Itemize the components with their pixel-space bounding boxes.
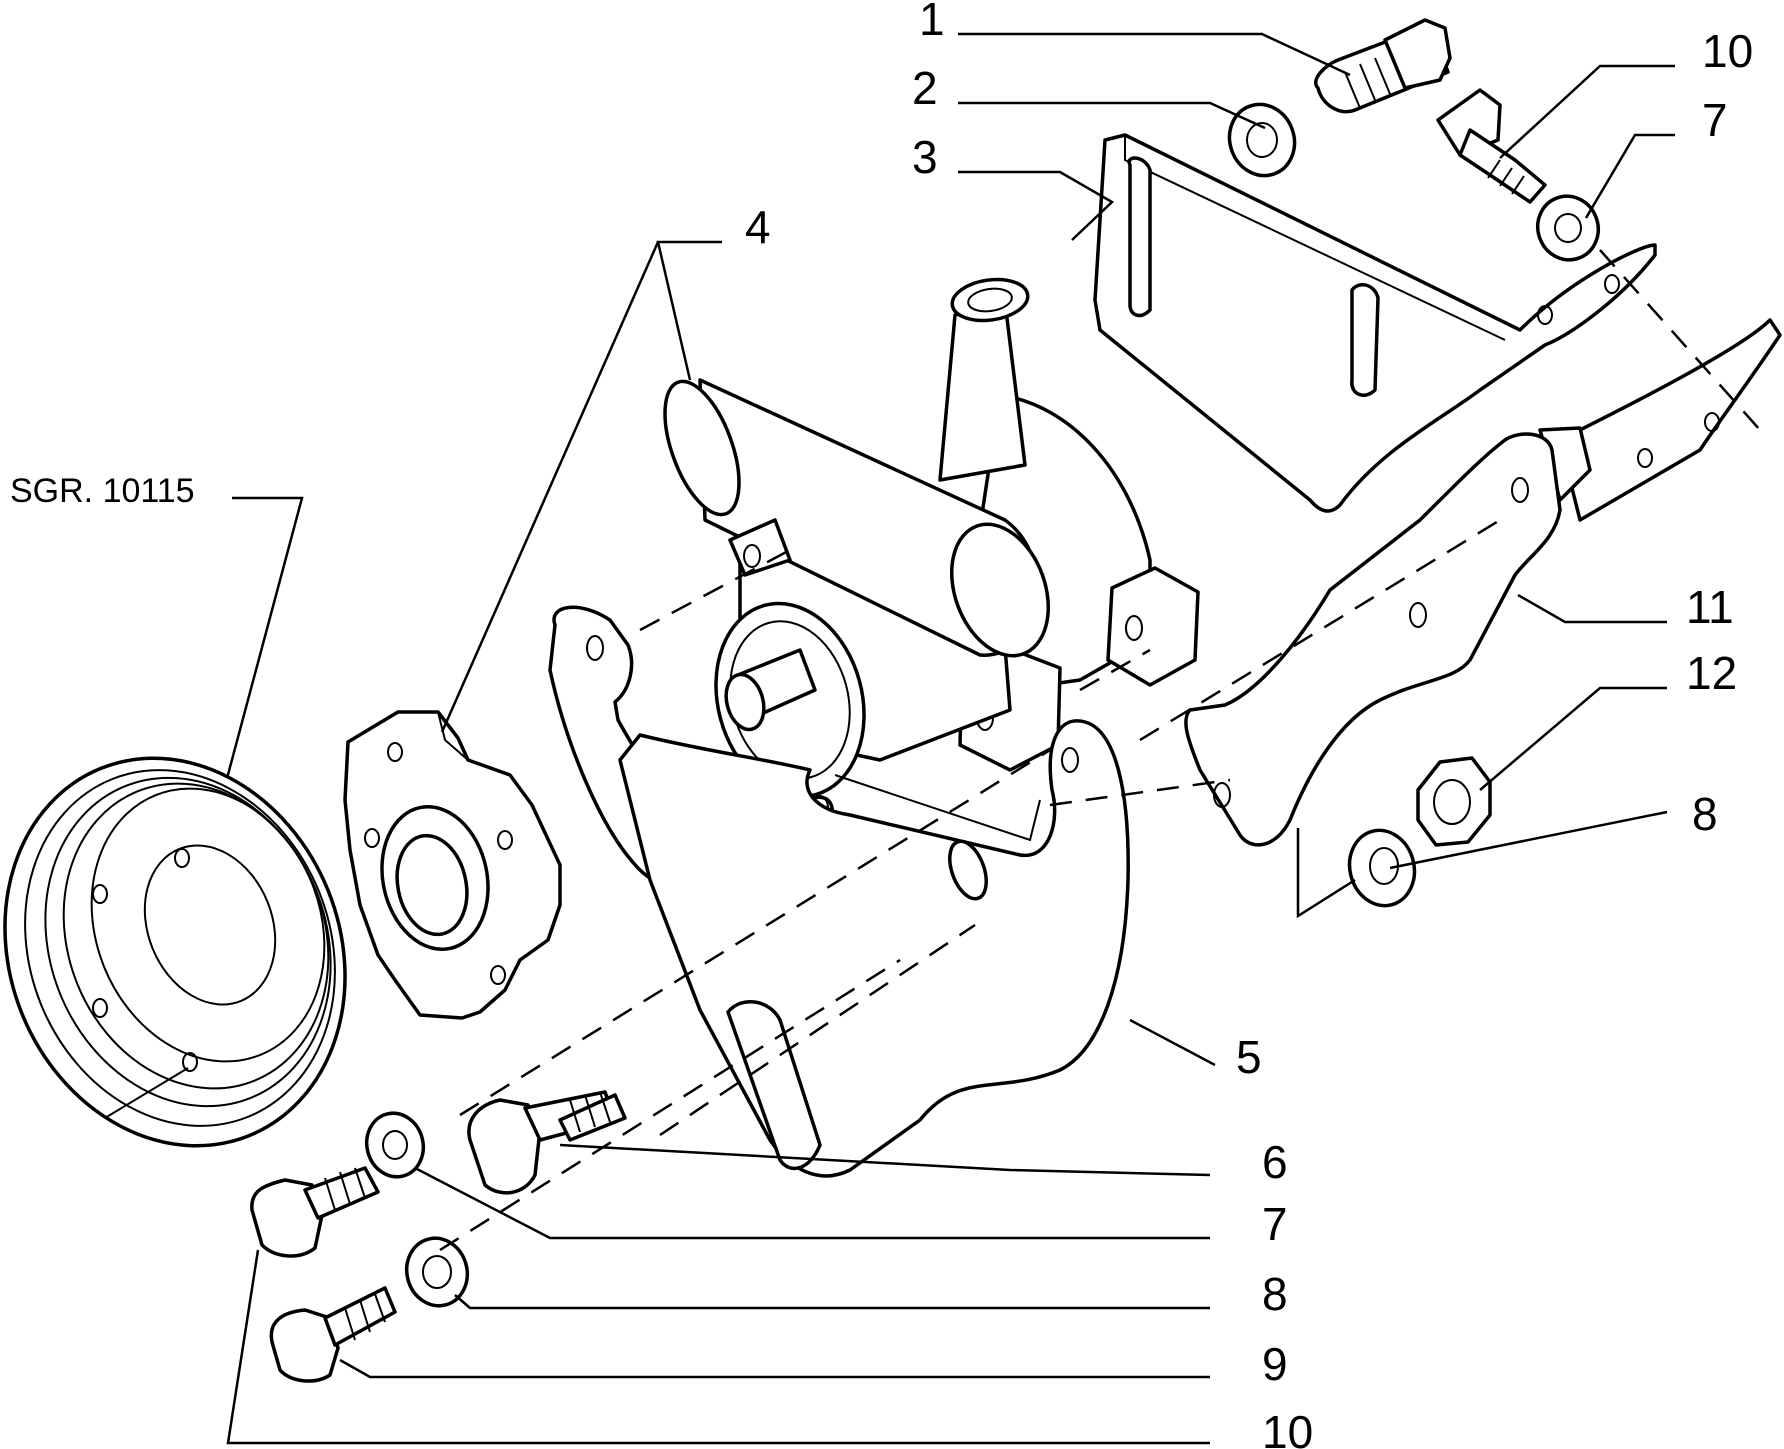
- callout-5: 5: [1236, 1031, 1262, 1083]
- callout-labels: 1 2 3 4 10 7 11 12 8 5 6 7 8 9 10: [745, 0, 1753, 1449]
- nut-12: [1416, 756, 1492, 847]
- bolt-10-lower: [250, 1166, 380, 1258]
- reference-leader: [216, 496, 304, 813]
- bolt-1: [1314, 18, 1452, 114]
- callout-4: 4: [745, 201, 771, 253]
- leader-lines: [226, 32, 1675, 1445]
- bolt-10-upper: [1436, 88, 1547, 204]
- callout-9: 9: [1262, 1338, 1288, 1390]
- pump-body: [663, 277, 1200, 799]
- callout-10-upper: 10: [1702, 25, 1753, 77]
- washer-8-lower: [404, 1236, 470, 1308]
- hub-flange: [343, 710, 562, 1020]
- callout-7-upper: 7: [1702, 94, 1728, 146]
- callout-12: 12: [1686, 647, 1737, 699]
- callout-3: 3: [912, 131, 938, 183]
- bolt-6: [467, 1090, 627, 1195]
- alignment-lines: [439, 249, 1761, 1252]
- reference-group: SGR. 10115: [10, 472, 304, 813]
- callout-8-lower: 8: [1262, 1268, 1288, 1320]
- lower-bracket: [1184, 318, 1782, 847]
- support-bracket: [618, 719, 1130, 1178]
- reference-label: SGR. 10115: [10, 472, 195, 510]
- washer-7-upper: [1536, 194, 1600, 262]
- washer-8-right: [1347, 828, 1417, 908]
- callout-11: 11: [1686, 581, 1734, 633]
- washer-7-lower: [364, 1111, 426, 1179]
- callout-7-lower: 7: [1262, 1198, 1288, 1250]
- callout-1: 1: [919, 0, 945, 45]
- pulley: [3, 756, 347, 1148]
- callout-2: 2: [912, 62, 938, 114]
- washer-2: [1227, 102, 1297, 178]
- callout-6: 6: [1262, 1136, 1288, 1188]
- callout-8-right: 8: [1692, 788, 1718, 840]
- bolt-9: [269, 1286, 397, 1383]
- callout-10-lower: 10: [1262, 1406, 1313, 1449]
